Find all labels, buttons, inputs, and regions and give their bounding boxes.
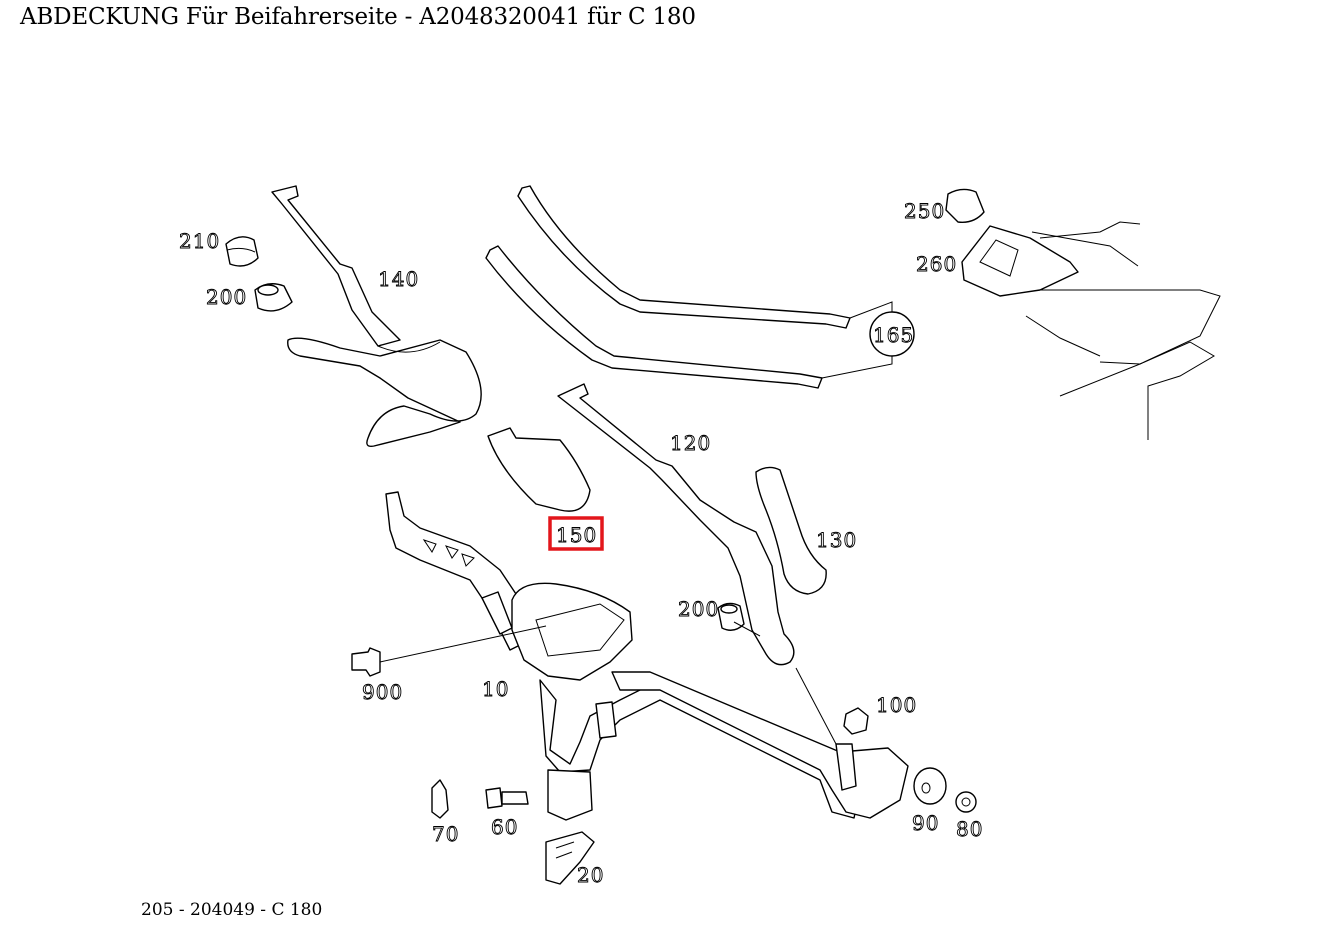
label-130[interactable]: 130: [816, 528, 857, 553]
label-210[interactable]: 210: [179, 229, 220, 254]
label-60[interactable]: 60: [491, 815, 518, 840]
label-900[interactable]: 900: [362, 680, 403, 705]
page-title: ABDECKUNG Für Beifahrerseite - A20483200…: [20, 4, 696, 30]
part-70-clip: [431, 779, 449, 819]
label-260[interactable]: 260: [916, 252, 957, 277]
part-250-260-assembly: [945, 188, 1221, 440]
part-100-nut: [843, 707, 869, 735]
label-120[interactable]: 120: [670, 431, 711, 456]
label-100[interactable]: 100: [876, 693, 917, 718]
label-10[interactable]: 10: [482, 677, 509, 702]
label-70[interactable]: 70: [432, 822, 459, 847]
part-900-connector: [351, 625, 547, 677]
label-80[interactable]: 80: [956, 817, 983, 842]
label-150[interactable]: 150: [556, 523, 597, 548]
diagram-reference: 205 - 204049 - C 180: [141, 900, 323, 920]
label-250[interactable]: 250: [904, 199, 945, 224]
leader-130: [795, 667, 837, 745]
label-90[interactable]: 90: [912, 811, 939, 836]
part-130-hose: [755, 466, 827, 595]
label-165[interactable]: 165: [873, 323, 914, 348]
part-210-cap: [225, 236, 259, 267]
part-150-cover: [487, 427, 591, 512]
part-140-wiper-arm: [271, 185, 482, 448]
part-200-upper-nut: [254, 283, 293, 312]
part-120-wiper-arm: [557, 383, 795, 666]
part-80-washer: [955, 791, 977, 813]
label-200-upper[interactable]: 200: [206, 285, 247, 310]
label-200-lower[interactable]: 200: [678, 597, 719, 622]
part-10-motor-linkage: [385, 491, 909, 821]
leader-200-lower: [733, 621, 761, 637]
highlight-box-150: [548, 516, 604, 551]
label-140[interactable]: 140: [378, 267, 419, 292]
part-20-bracket: [545, 831, 595, 885]
label-20[interactable]: 20: [577, 863, 604, 888]
part-200-lower-nut: [717, 602, 745, 631]
part-90-bush: [913, 767, 947, 805]
part-165-wiper-blades: [485, 185, 915, 389]
part-60-bolt: [485, 787, 529, 809]
